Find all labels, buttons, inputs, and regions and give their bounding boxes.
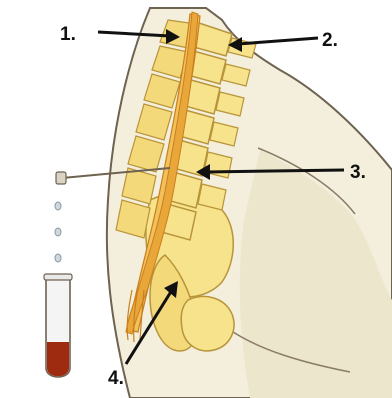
arrow-3 <box>206 170 344 172</box>
csf-drop <box>55 202 61 210</box>
needle-hub <box>56 172 66 184</box>
collection-tube-group <box>44 202 72 377</box>
femur-head <box>181 296 234 350</box>
csf-drop <box>55 228 61 236</box>
label-1: 1. <box>60 24 76 45</box>
label-3: 3. <box>350 162 366 183</box>
tube-rim <box>44 274 72 280</box>
arrow-2 <box>238 38 318 44</box>
csf-drop <box>55 254 61 262</box>
label-4: 4. <box>108 368 124 389</box>
tube-blood <box>47 342 69 376</box>
label-2: 2. <box>322 30 338 51</box>
